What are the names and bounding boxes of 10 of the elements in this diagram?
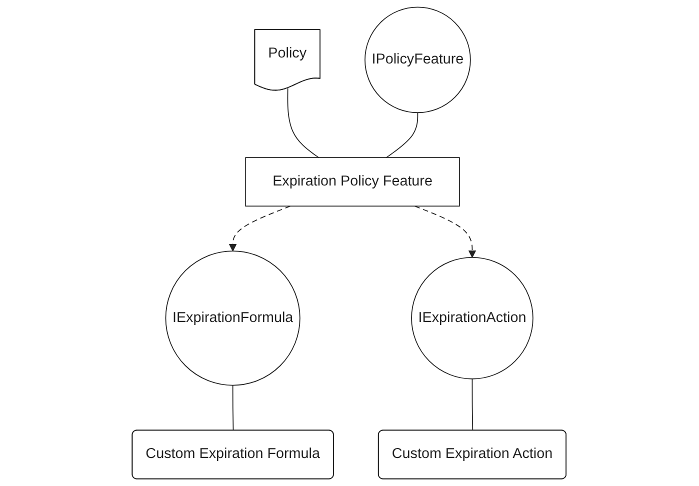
node-circle: IExpirationAction — [411, 257, 534, 380]
node-circle: IPolicyFeature — [364, 6, 472, 114]
connector — [288, 88, 320, 158]
connector — [386, 112, 418, 158]
connector — [232, 384, 234, 432]
node-circle: IExpirationFormula — [166, 250, 301, 386]
node-box: Expiration Policy Feature — [246, 157, 460, 207]
connector — [472, 378, 474, 432]
arrow — [229, 206, 292, 252]
arrow — [414, 206, 477, 258]
